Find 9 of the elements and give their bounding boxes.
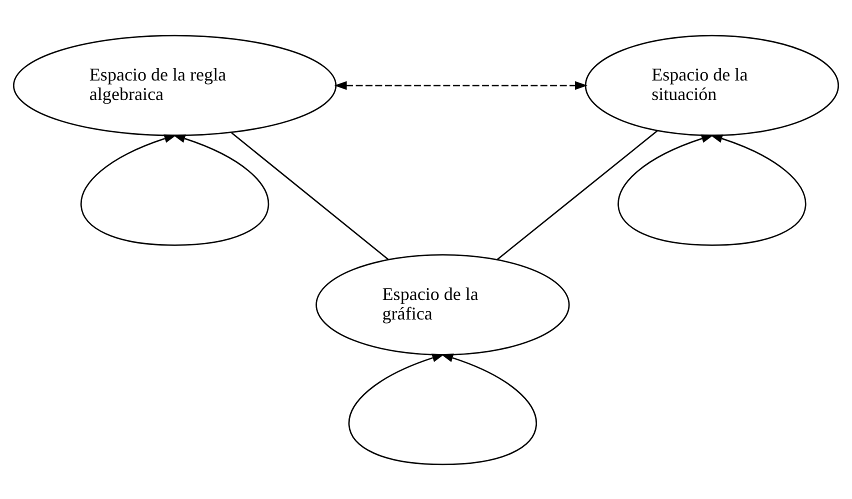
arrow	[334, 80, 588, 90]
arrow	[618, 134, 806, 246]
connector	[496, 130, 658, 260]
node-ellipse: Espacio de la situación	[584, 34, 840, 136]
arrow	[348, 353, 537, 465]
arrow	[80, 134, 269, 246]
node-ellipse: Espacio de la regla algebraica	[12, 34, 337, 136]
connector	[231, 132, 389, 260]
node-ellipse: Espacio de la gráfica	[316, 254, 570, 355]
